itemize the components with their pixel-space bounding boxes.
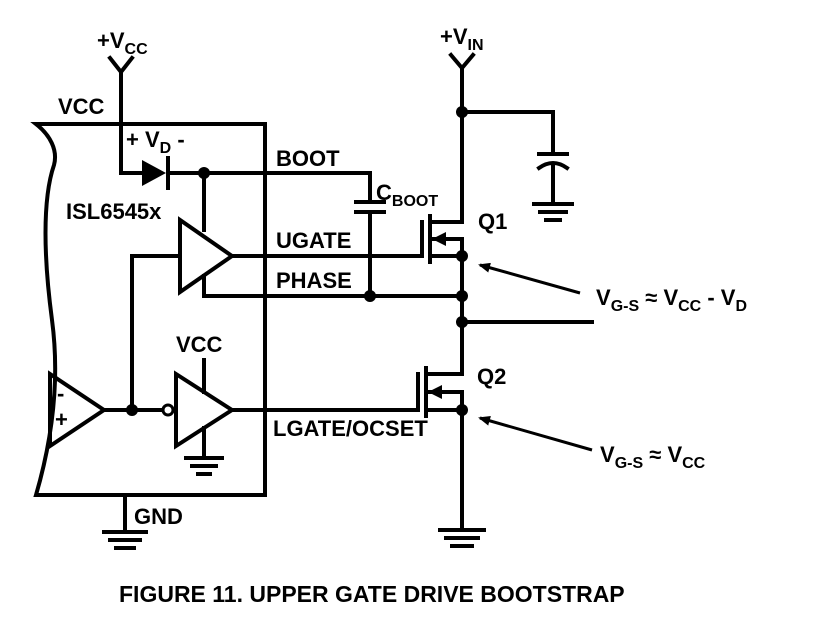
lgate-pin-label: LGATE/OCSET <box>273 416 428 441</box>
q2-mosfet-icon <box>416 366 464 532</box>
phase-cap-junction-dot <box>364 290 376 302</box>
bootstrap-diode-icon <box>142 156 170 190</box>
phase-pin-label: PHASE <box>276 268 352 293</box>
cboot-label: CBOOT <box>376 180 438 210</box>
vgs-upper-arrow-icon <box>478 262 581 295</box>
vd-label: + VD - <box>126 127 185 157</box>
q1-label: Q1 <box>478 209 507 234</box>
q2-label: Q2 <box>477 364 506 389</box>
gnd-pin-label: GND <box>134 504 183 529</box>
driver-vcc-label: VCC <box>176 332 223 357</box>
vcc-pin-label: VCC <box>58 94 105 119</box>
comparator-plus-label: + <box>55 407 68 432</box>
q2-ground-icon <box>438 528 486 548</box>
vcc-supply-label: +VCC <box>97 28 148 58</box>
figure-caption: FIGURE 11. UPPER GATE DRIVE BOOTSTRAP <box>119 581 625 607</box>
q2-source-dot <box>456 404 468 416</box>
vgs-lower-label: VG-S ≈ VCC <box>600 442 706 472</box>
boot-pin-label: BOOT <box>276 146 340 171</box>
q1-source-dot <box>456 250 468 262</box>
driver-ground-icon <box>184 426 224 476</box>
vgs-lower-arrow-icon <box>478 415 593 452</box>
chip-name-label: ISL6545x <box>66 199 162 224</box>
ugate-pin-label: UGATE <box>276 228 351 253</box>
comparator-icon <box>48 370 108 450</box>
inverter-bubble-icon <box>161 403 175 417</box>
vcc-supply-icon <box>107 55 135 126</box>
input-capacitor-icon <box>532 110 574 222</box>
ic-ground-icon <box>102 493 148 550</box>
ic-outline <box>30 122 267 497</box>
vin-supply-label: +VIN <box>440 24 484 54</box>
comparator-minus-label: - <box>57 381 64 406</box>
vin-supply-icon <box>448 52 476 114</box>
vgs-upper-label: VG-S ≈ VCC - VD <box>596 285 747 315</box>
